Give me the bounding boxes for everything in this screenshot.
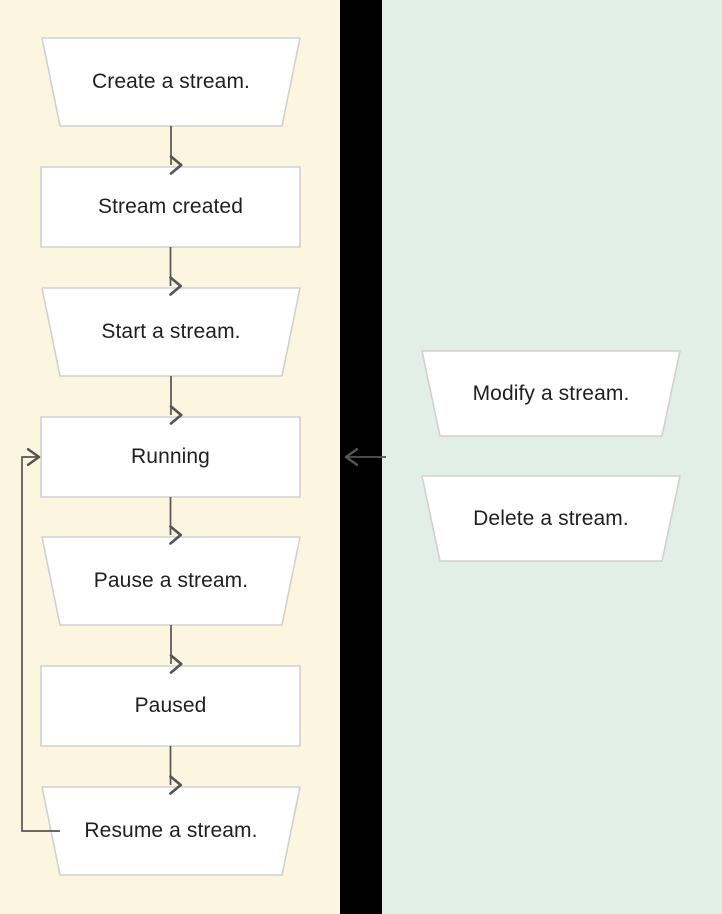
node-pause-a-stream[interactable] bbox=[41, 536, 301, 626]
edges-layer bbox=[21, 126, 386, 832]
node-stream-created[interactable] bbox=[40, 166, 301, 248]
node-modify-a-stream[interactable] bbox=[421, 350, 681, 437]
node-running[interactable] bbox=[40, 416, 301, 498]
node-delete-a-stream[interactable] bbox=[421, 475, 681, 562]
node-start-a-stream[interactable] bbox=[41, 287, 301, 377]
edge-resume-to-running-loop bbox=[21, 447, 60, 832]
node-paused[interactable] bbox=[40, 665, 301, 747]
stream-operations-panel bbox=[382, 0, 722, 914]
node-resume-a-stream[interactable] bbox=[41, 786, 301, 876]
node-create-a-stream[interactable] bbox=[41, 37, 301, 127]
